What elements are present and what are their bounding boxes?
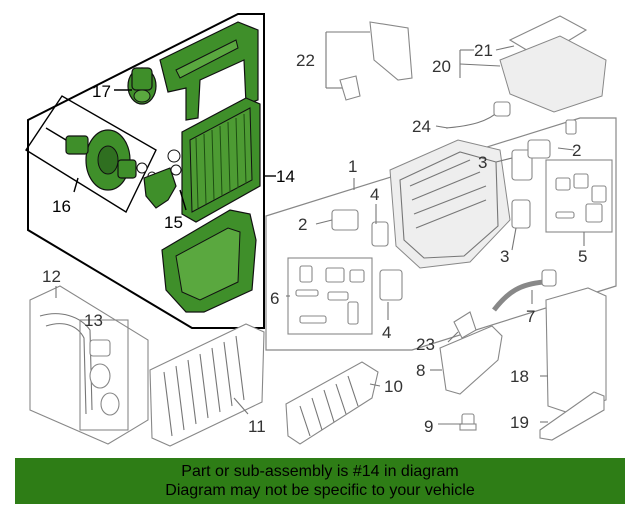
blower-subframe (25, 95, 157, 214)
callout-2b[interactable]: 2 (572, 141, 581, 160)
part-19-strip (539, 391, 605, 441)
lower-parts-group[interactable] (29, 269, 607, 447)
callout-14[interactable]: 14 (276, 167, 295, 186)
callout-23[interactable]: 23 (416, 335, 435, 354)
kit-5-box (545, 159, 613, 233)
kit-13-box (79, 319, 129, 431)
part-9-bolt (459, 413, 477, 431)
hvac-housing-group[interactable] (265, 117, 617, 351)
callout-13[interactable]: 13 (84, 311, 103, 330)
upper-parts-group[interactable] (339, 15, 607, 135)
part-8-bracket (439, 325, 503, 395)
part-18-filter (545, 287, 607, 413)
callout-4b[interactable]: 4 (382, 323, 391, 342)
notice-line-1: Part or sub-assembly is #14 in diagram (181, 463, 459, 480)
callout-18[interactable]: 18 (510, 367, 529, 386)
callout-11[interactable]: 11 (248, 417, 266, 436)
part-10-evaporator (285, 361, 379, 445)
lower-housing-part (161, 209, 257, 313)
part-22-sensor (339, 75, 361, 101)
blower-wheel-part (45, 127, 157, 191)
callout-7[interactable]: 7 (526, 307, 535, 326)
callout-15[interactable]: 15 (164, 213, 183, 232)
callout-1[interactable]: 1 (348, 157, 357, 176)
callout-12[interactable]: 12 (42, 267, 61, 286)
callout-3a[interactable]: 3 (478, 153, 487, 172)
part-20-case (499, 35, 607, 113)
callout-22[interactable]: 22 (296, 51, 315, 70)
callout-2a[interactable]: 2 (298, 215, 307, 234)
part-22-cover (369, 21, 413, 81)
leader-lines (55, 31, 585, 425)
actuator-part (143, 149, 182, 209)
callout-10[interactable]: 10 (384, 377, 403, 396)
part-11-core (149, 323, 265, 447)
callout-9[interactable]: 9 (424, 417, 433, 436)
callout-20[interactable]: 20 (432, 57, 451, 76)
callout-16[interactable]: 16 (52, 197, 71, 216)
callout-5[interactable]: 5 (578, 247, 587, 266)
callout-6[interactable]: 6 (270, 289, 279, 308)
assembly-14-group[interactable] (25, 13, 265, 329)
callout-19[interactable]: 19 (510, 413, 529, 432)
notice-banner: Part or sub-assembly is #14 in diagram D… (15, 458, 625, 504)
notice-line-2: Diagram may not be specific to your vehi… (165, 482, 475, 499)
callout-4a[interactable]: 4 (370, 185, 379, 204)
callout-labels: 17 14 15 16 1 2 2 3 3 4 4 5 6 7 8 9 10 1… (42, 41, 587, 436)
heater-core-part (181, 97, 261, 223)
callout-8[interactable]: 8 (416, 361, 425, 380)
part-23-clip (453, 311, 477, 339)
callout-21[interactable]: 21 (474, 41, 493, 60)
part-24-hose (445, 109, 501, 129)
callout-3b[interactable]: 3 (500, 247, 509, 266)
callout-24[interactable]: 24 (412, 117, 431, 136)
part-7-hose (492, 279, 545, 312)
part-12-frame (29, 285, 149, 445)
callout-17[interactable]: 17 (92, 82, 111, 101)
blower-motor-part (127, 67, 157, 105)
